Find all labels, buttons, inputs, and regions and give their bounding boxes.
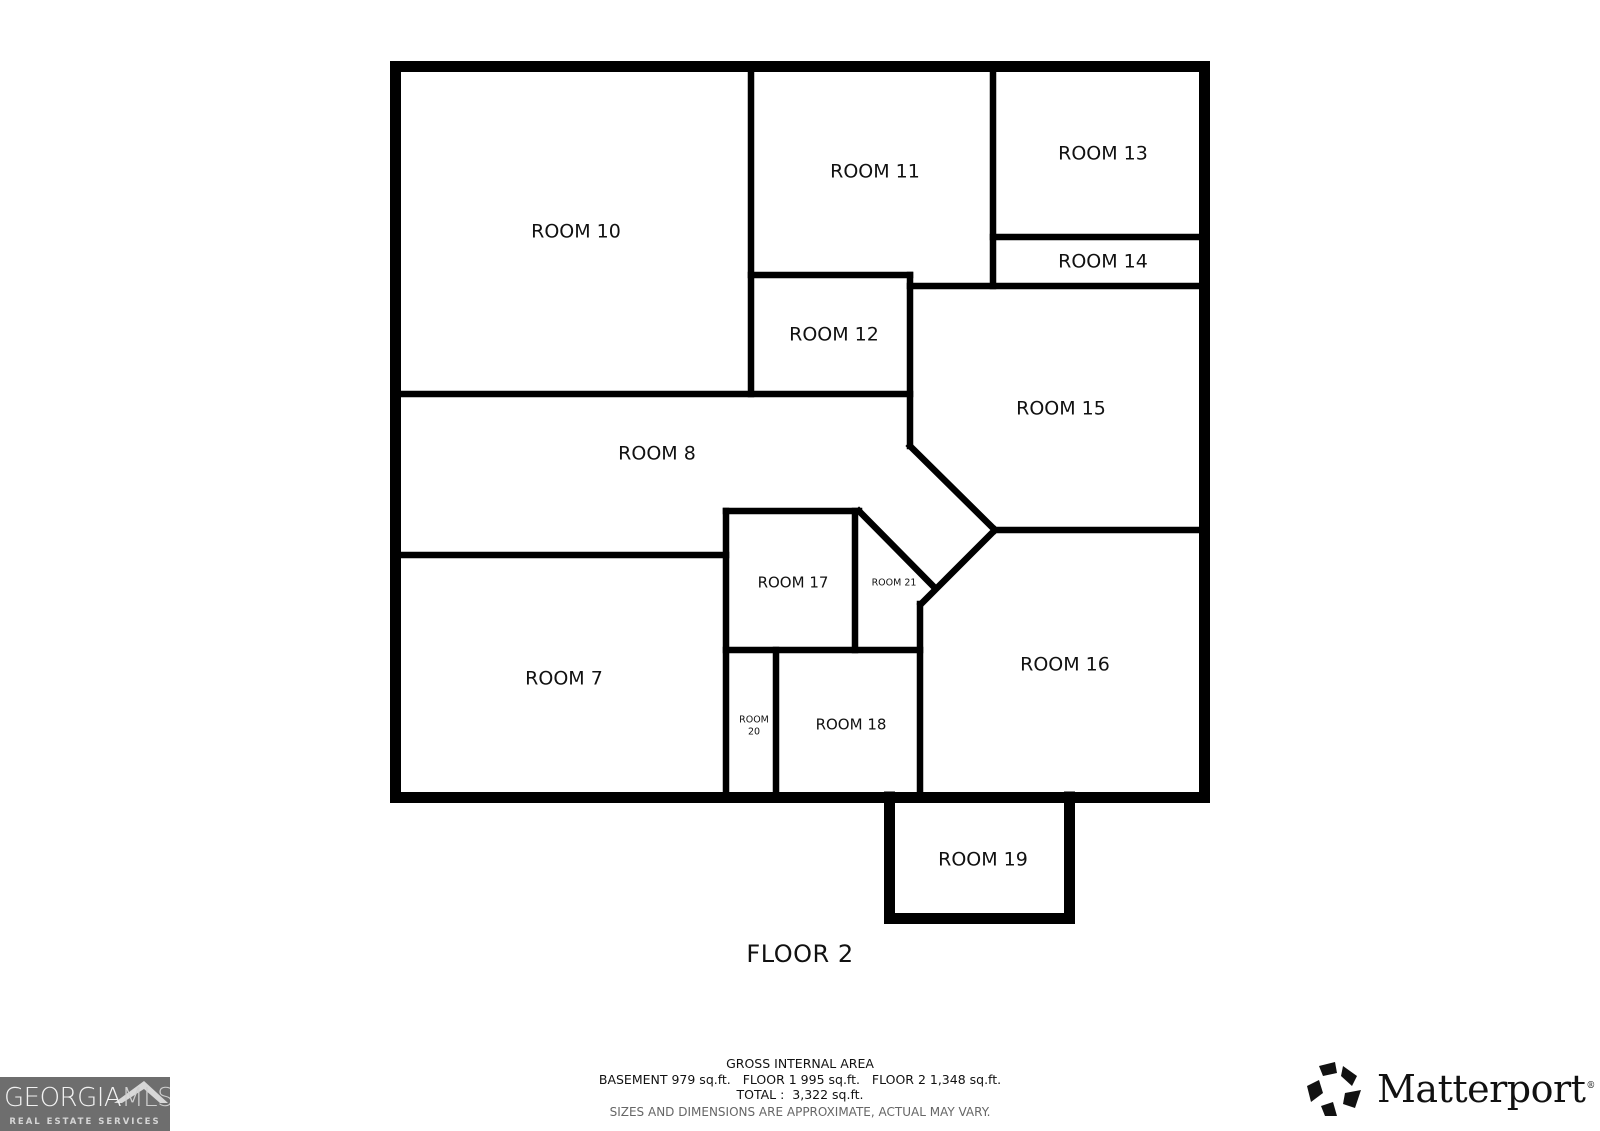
outer-wall [390, 61, 1210, 803]
roof-icon [114, 1081, 168, 1103]
georgia-mls-name: GEORGIAMLS [4, 1083, 170, 1113]
matterport-wordmark: Matterport® [1377, 1067, 1595, 1111]
gia-disclaimer: SIZES AND DIMENSIONS ARE APPROXIMATE, AC… [609, 1104, 991, 1119]
room-12-label: ROOM 12 [789, 324, 879, 346]
gross-internal-area: GROSS INTERNAL AREA BASEMENT 979 sq.ft. … [500, 1056, 1100, 1120]
room-19-label: ROOM 19 [938, 849, 1028, 871]
room-19-walls [884, 791, 1075, 924]
room-11-label: ROOM 11 [830, 161, 920, 183]
room-20-label-line1: ROOM [739, 715, 769, 726]
room-20-label-line2: 20 [748, 727, 760, 738]
floor-title: FLOOR 2 [746, 940, 854, 968]
interior-walls [391, 62, 1208, 801]
gia-total: TOTAL : 3,322 sq.ft. [736, 1087, 864, 1102]
room-18-label: ROOM 18 [816, 716, 887, 734]
georgia-mls-logo: GEORGIAMLS REAL ESTATE SERVICES [0, 1077, 170, 1131]
room-7-label: ROOM 7 [525, 668, 603, 690]
room-21-label: ROOM 21 [872, 578, 917, 589]
room-16-label: ROOM 16 [1020, 654, 1110, 676]
room-14-label: ROOM 14 [1058, 251, 1148, 273]
room-10-label: ROOM 10 [531, 221, 621, 243]
room-8-label: ROOM 8 [618, 443, 696, 465]
room-labels: ROOM 10 ROOM 11 ROOM 13 ROOM 14 ROOM 12 … [525, 143, 1148, 871]
gia-title: GROSS INTERNAL AREA [726, 1056, 874, 1071]
gia-floors: BASEMENT 979 sq.ft. FLOOR 1 995 sq.ft. F… [598, 1071, 1002, 1087]
matterport-logo: Matterport® [1305, 1058, 1595, 1120]
room-17-label: ROOM 17 [758, 574, 829, 592]
matterport-pentagon-icon [1307, 1062, 1361, 1116]
room-13-label: ROOM 13 [1058, 143, 1148, 165]
room-15-label: ROOM 15 [1016, 398, 1106, 420]
georgia-mls-subtitle: REAL ESTATE SERVICES [9, 1117, 161, 1127]
